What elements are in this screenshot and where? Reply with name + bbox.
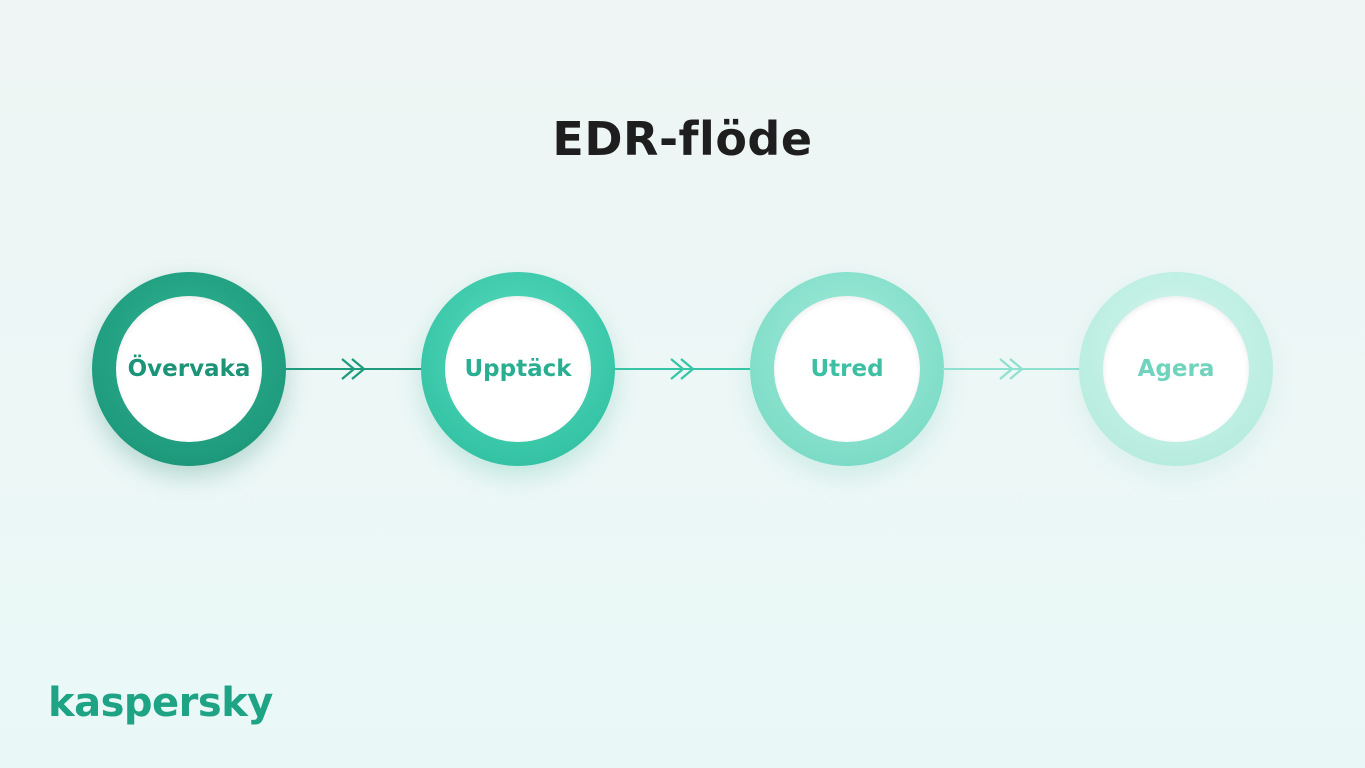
step-upptack: Upptäck — [421, 272, 615, 466]
step-upptack-inner: Upptäck — [445, 296, 591, 442]
step-agera-label: Agera — [1137, 356, 1215, 382]
step-overvaka-inner: Övervaka — [116, 296, 262, 442]
step-utred: Utred — [750, 272, 944, 466]
step-utred-inner: Utred — [774, 296, 920, 442]
diagram-title: EDR-flöde — [552, 112, 813, 166]
kaspersky-logo: kaspersky — [48, 680, 273, 726]
step-agera-inner: Agera — [1103, 296, 1249, 442]
connector-2-double-chevron-right-icon — [613, 358, 753, 380]
step-agera: Agera — [1079, 272, 1273, 466]
step-upptack-label: Upptäck — [464, 356, 572, 382]
connector-1-double-chevron-right-icon — [284, 358, 424, 380]
step-overvaka-label: Övervaka — [127, 356, 251, 382]
step-overvaka: Övervaka — [92, 272, 286, 466]
step-utred-label: Utred — [810, 356, 884, 382]
connector-3-double-chevron-right-icon — [942, 358, 1082, 380]
